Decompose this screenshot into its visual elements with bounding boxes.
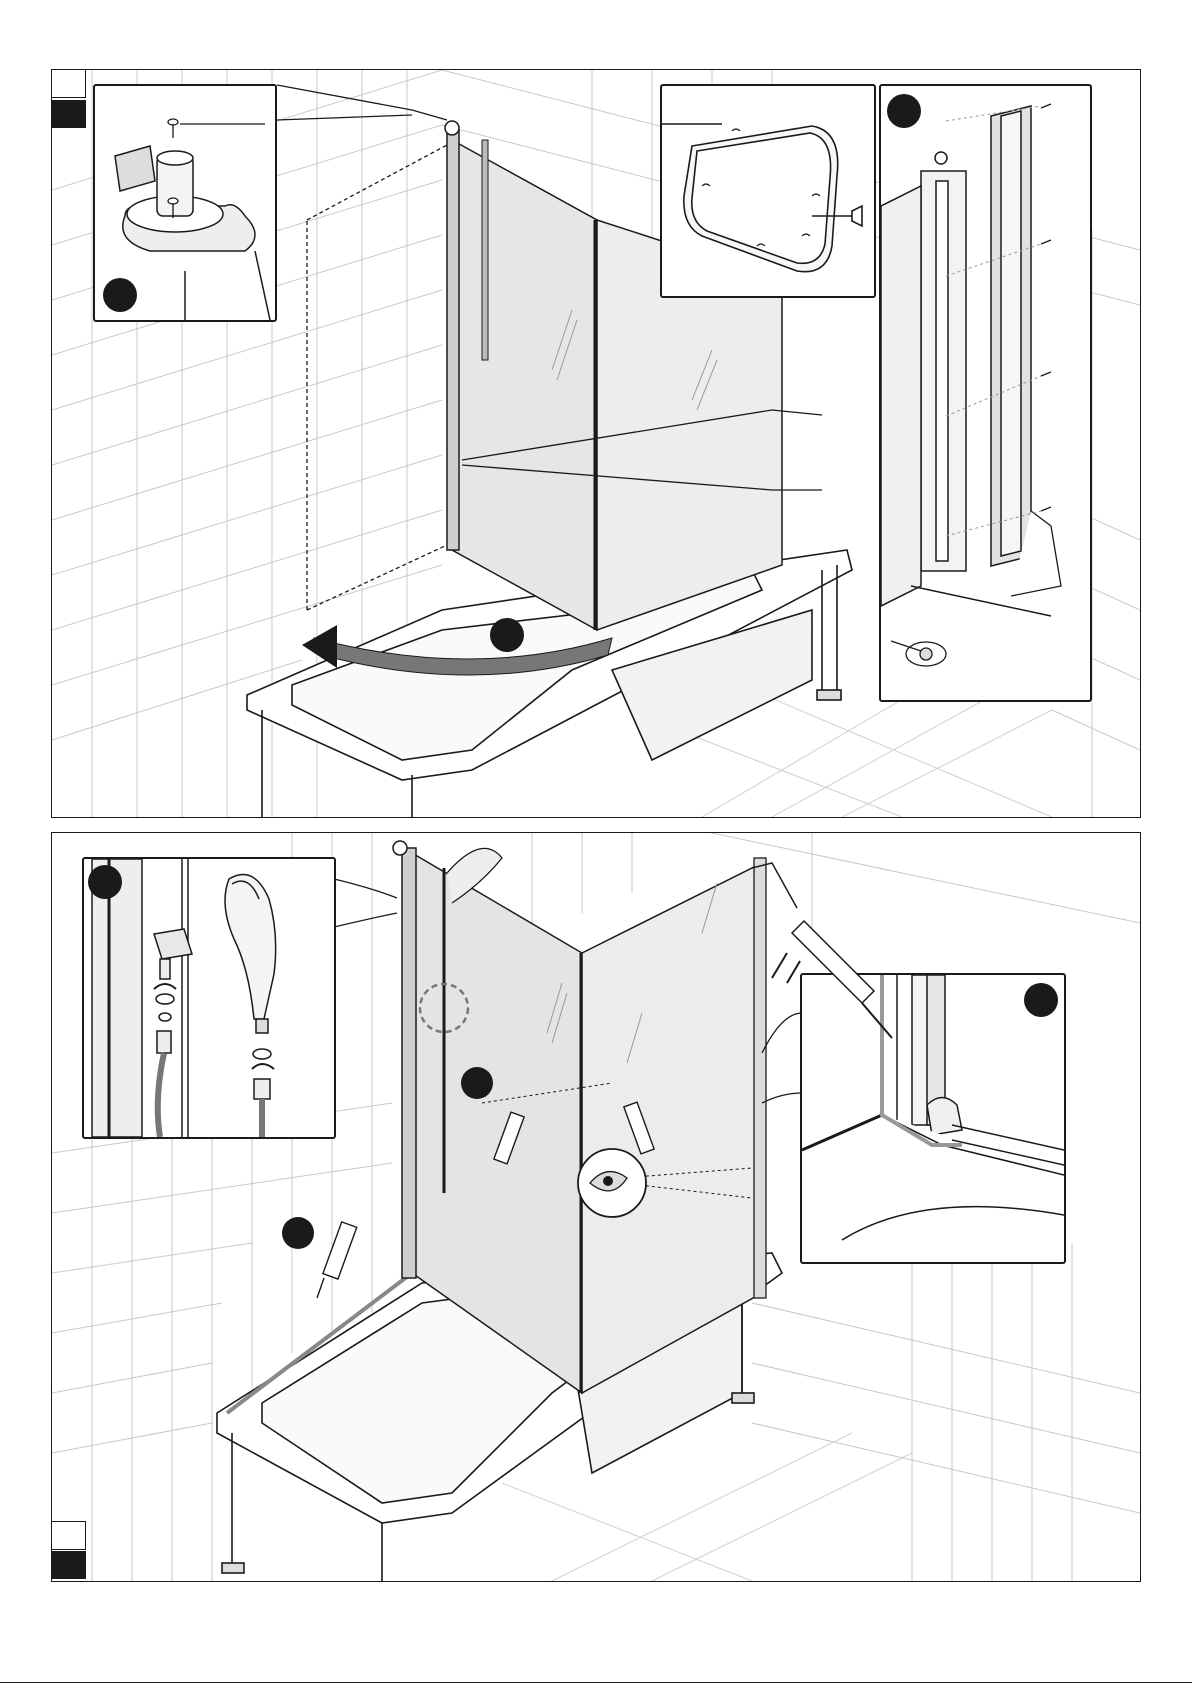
marker-inner-seal: [461, 1067, 493, 1099]
callout-hand-shower-hose: [82, 857, 336, 1139]
step-panel-bottom: [51, 832, 1141, 1582]
callout-wall-profile: [879, 84, 1092, 702]
marker-wall-profile: [887, 94, 921, 128]
eye-icon: [578, 1149, 646, 1217]
floor-grid-bottom: [502, 1433, 912, 1581]
footer-rule: [0, 1682, 1192, 1683]
marker-tub-seal: [282, 1217, 314, 1249]
callout-silicone-sealing: [800, 973, 1066, 1264]
marker-seal-detail: [1024, 983, 1058, 1017]
step-box-filled-bottom: [51, 1551, 86, 1579]
callout-wall-fixing-screw: [93, 84, 277, 322]
marker-swing: [490, 618, 524, 652]
step-panel-top: [51, 69, 1141, 818]
step-box-outline-bottom: [51, 1521, 86, 1550]
step-box-filled-top: [51, 100, 86, 128]
step-box-outline-top: [51, 69, 86, 98]
hand-shower-icon: [225, 875, 276, 1138]
callout-profile-top-view: [660, 84, 876, 298]
marker-screw-detail: [103, 278, 137, 312]
marker-hose-detail: [88, 865, 122, 899]
